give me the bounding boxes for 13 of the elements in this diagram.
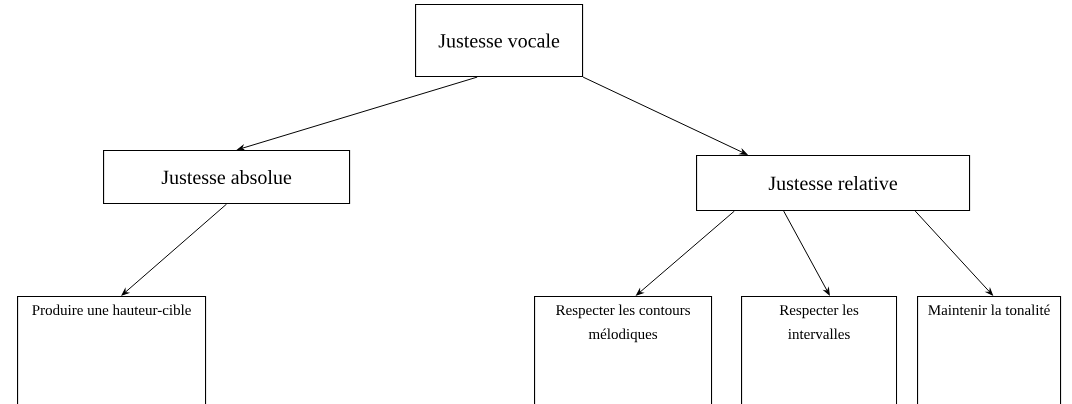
arrow bbox=[582, 76, 748, 155]
arrow bbox=[914, 210, 993, 296]
arrow bbox=[237, 76, 478, 151]
text-box: Maintenir la tonalité bbox=[917, 296, 1062, 404]
text-box: Produire une hauteur-cible bbox=[17, 296, 207, 404]
arrow bbox=[783, 210, 830, 296]
text-box: Respecter les contours mélodiques bbox=[534, 296, 713, 404]
arrow bbox=[121, 203, 228, 296]
category-box: Justesse absolue bbox=[103, 150, 351, 205]
arrow bbox=[636, 210, 735, 296]
category-box: Justesse relative bbox=[696, 155, 971, 212]
category-box: Justesse vocale bbox=[415, 4, 584, 78]
text-box: Respecter les intervalles bbox=[741, 296, 898, 404]
